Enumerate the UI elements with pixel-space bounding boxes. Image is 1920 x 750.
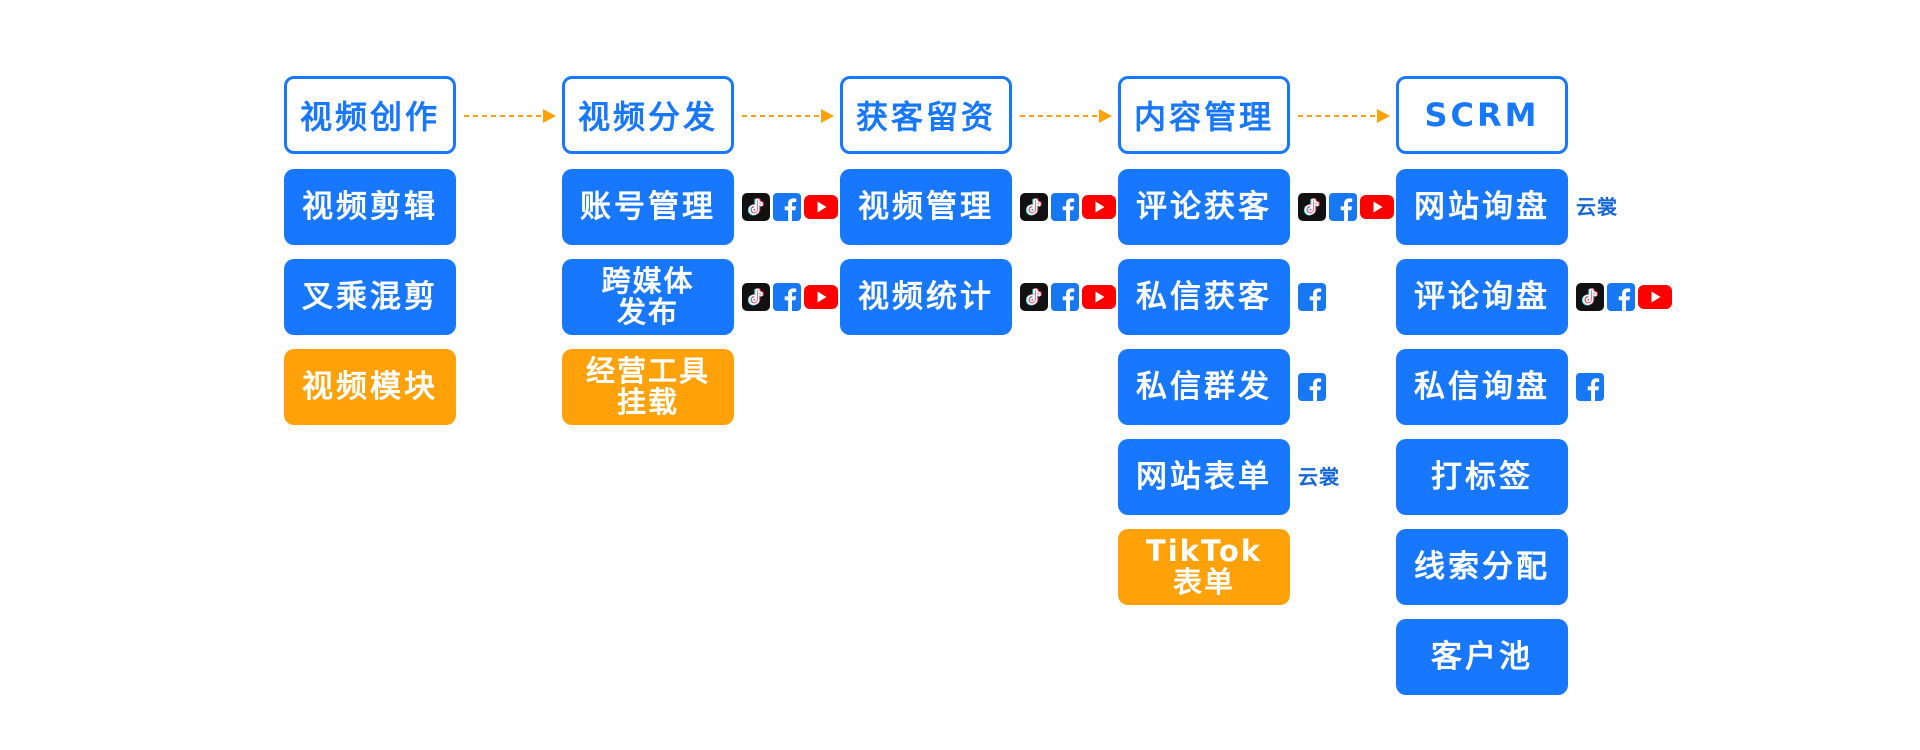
facebook-icon xyxy=(773,283,801,311)
facebook-icon xyxy=(1329,193,1357,221)
feature-box: 视频模块 xyxy=(284,349,456,425)
feature-box: 评论询盘 xyxy=(1396,259,1672,335)
feature-label: 账号管理 xyxy=(580,189,716,225)
feature-box: 私信群发 xyxy=(1118,349,1326,425)
feature-label: 评论询盘 xyxy=(1414,279,1550,315)
feature-label: 私信群发 xyxy=(1136,369,1272,405)
feature-box: 视频统计 xyxy=(840,259,1116,335)
feature-label: 评论获客 xyxy=(1136,189,1272,225)
flow-arrow-4 xyxy=(1296,106,1392,126)
platform-badges xyxy=(1298,193,1394,221)
platform-badges xyxy=(742,193,838,221)
column-header-scrm: SCRM xyxy=(1396,76,1568,154)
column-scrm: SCRM 网站询盘 云裳评论询盘私信询盘打标签线索分配客户池 xyxy=(1396,76,1672,709)
facebook-icon xyxy=(1607,283,1635,311)
brand-label: 云裳 xyxy=(1576,195,1618,219)
feature-label: TikTok 表单 xyxy=(1145,534,1263,599)
feature-box: 线索分配 xyxy=(1396,529,1568,605)
platform-badges xyxy=(742,283,838,311)
youtube-icon xyxy=(1638,285,1672,309)
facebook-icon xyxy=(1298,283,1326,311)
feature-label: 视频管理 xyxy=(858,189,994,225)
feature-label: 线索分配 xyxy=(1414,549,1550,585)
column-header-video-distribution: 视频分发 xyxy=(562,76,734,154)
brand-label: 云裳 xyxy=(1298,465,1340,489)
feature-label: 叉乘混剪 xyxy=(302,279,438,315)
feature-box: 经营工具 挂载 xyxy=(562,349,734,425)
facebook-icon xyxy=(1298,373,1326,401)
feature-label: 视频模块 xyxy=(302,369,438,405)
feature-box: TikTok 表单 xyxy=(1118,529,1290,605)
feature-box: 账号管理 xyxy=(562,169,838,245)
youtube-icon xyxy=(804,195,838,219)
platform-badges xyxy=(1576,373,1604,401)
tiktok-icon xyxy=(742,193,770,221)
feature-box: 评论获客 xyxy=(1118,169,1394,245)
flow-arrow-2 xyxy=(740,106,836,126)
feature-label: 跨媒体 发布 xyxy=(601,264,695,329)
youtube-icon xyxy=(1360,195,1394,219)
feature-label: 视频统计 xyxy=(858,279,994,315)
tiktok-icon xyxy=(1020,283,1048,311)
feature-box: 叉乘混剪 xyxy=(284,259,456,335)
tiktok-icon xyxy=(1020,193,1048,221)
feature-box: 视频剪辑 xyxy=(284,169,456,245)
platform-badges xyxy=(1020,283,1116,311)
column-header-lead-capture: 获客留资 xyxy=(840,76,1012,154)
feature-label: 私信获客 xyxy=(1136,279,1272,315)
feature-box: 跨媒体 发布 xyxy=(562,259,838,335)
feature-box: 网站表单 云裳 xyxy=(1118,439,1339,515)
column-header-content-management: 内容管理 xyxy=(1118,76,1290,154)
column-video-creation: 视频创作视频剪辑叉乘混剪视频模块 xyxy=(284,76,456,439)
tiktok-icon xyxy=(742,283,770,311)
platform-badges: 云裳 xyxy=(1298,461,1340,493)
feature-label: 客户池 xyxy=(1431,639,1533,675)
youtube-icon xyxy=(1082,195,1116,219)
platform-badges: 云裳 xyxy=(1576,191,1618,223)
tiktok-icon xyxy=(1576,283,1604,311)
youtube-icon xyxy=(1082,285,1116,309)
feature-label: 视频剪辑 xyxy=(302,189,438,225)
facebook-icon xyxy=(773,193,801,221)
feature-box: 私信询盘 xyxy=(1396,349,1604,425)
column-video-distribution: 视频分发账号管理跨媒体 发布经营工具 挂载 xyxy=(562,76,838,439)
column-header-video-creation: 视频创作 xyxy=(284,76,456,154)
column-lead-capture: 获客留资视频管理视频统计 xyxy=(840,76,1116,349)
flow-arrow-1 xyxy=(462,106,558,126)
feature-box: 视频管理 xyxy=(840,169,1116,245)
platform-badges xyxy=(1576,283,1672,311)
platform-badges xyxy=(1020,193,1116,221)
youtube-icon xyxy=(804,285,838,309)
tiktok-icon xyxy=(1298,193,1326,221)
platform-badges xyxy=(1298,283,1326,311)
feature-label: 打标签 xyxy=(1431,459,1533,495)
feature-box: 打标签 xyxy=(1396,439,1568,515)
feature-box: 客户池 xyxy=(1396,619,1568,695)
feature-label: 经营工具 挂载 xyxy=(585,354,710,419)
feature-box: 私信获客 xyxy=(1118,259,1326,335)
facebook-icon xyxy=(1051,283,1079,311)
column-content-management: 内容管理评论获客私信获客私信群发网站表单 云裳 TikTok 表单 xyxy=(1118,76,1394,619)
facebook-icon xyxy=(1051,193,1079,221)
feature-box: 网站询盘 云裳 xyxy=(1396,169,1617,245)
feature-label: 网站询盘 xyxy=(1414,189,1550,225)
feature-label: 私信询盘 xyxy=(1414,369,1550,405)
platform-badges xyxy=(1298,373,1326,401)
facebook-icon xyxy=(1576,373,1604,401)
flow-arrow-3 xyxy=(1018,106,1114,126)
feature-label: 网站表单 xyxy=(1136,459,1272,495)
